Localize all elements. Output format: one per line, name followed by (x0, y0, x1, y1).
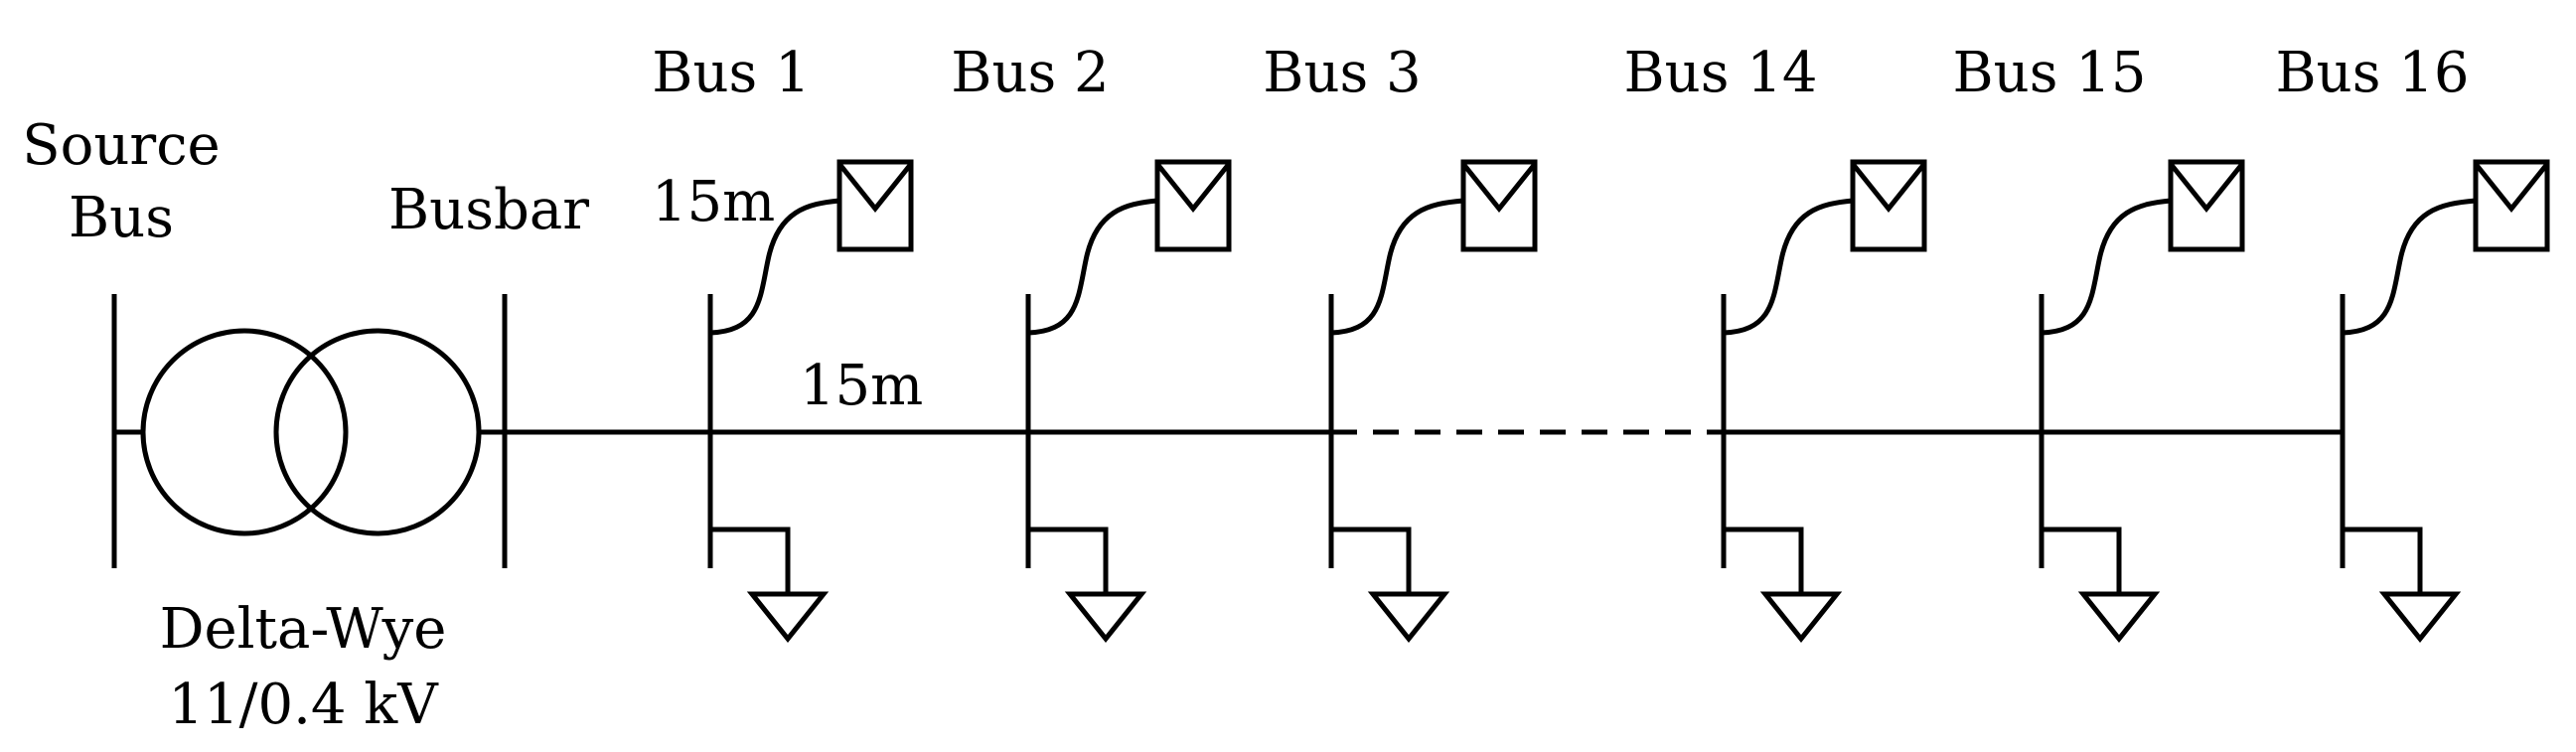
bus-label: Bus 15 (1952, 41, 2146, 105)
transformer-label-line2: 11/0.4 kV (168, 673, 439, 737)
pv-cable (1330, 198, 1464, 336)
load-connector (1028, 526, 1109, 594)
load-triangle-icon (1367, 591, 1450, 644)
bus-label: Bus 2 (951, 41, 1109, 105)
bus-group: Bus 14 (1623, 41, 1927, 644)
transformer-secondary-winding (273, 328, 482, 536)
pv-panel-icon (2473, 159, 2550, 252)
pv-cable-length-label: 15m (652, 170, 775, 234)
pv-panel-icon (1154, 159, 1232, 252)
load-connector (1331, 526, 1412, 594)
bus-label: Bus 3 (1263, 41, 1421, 105)
pv-panel-symbol (2169, 162, 2244, 214)
bus-group: Bus 2 (951, 41, 1232, 644)
load-triangle-icon (2378, 591, 2462, 644)
bus-layer: Bus 1 Bus 2 Bus 3 Bus 14 Bus 15 Bus 16 (652, 41, 2550, 644)
pv-cable (2041, 198, 2172, 336)
busbar-label: Busbar (388, 178, 589, 242)
pv-cable (1027, 198, 1158, 336)
source-bus-label-line2: Bus (69, 186, 174, 250)
bus-group: Bus 16 (2275, 41, 2550, 644)
pv-panel-icon (1850, 159, 1927, 252)
transformer-label-line1: Delta-Wye (160, 597, 447, 662)
bus-label: Bus 1 (652, 41, 810, 105)
pv-cable (709, 198, 840, 336)
bus-group: Bus 15 (1952, 41, 2245, 644)
bus-group: Bus 3 (1263, 41, 1538, 644)
pv-panel-symbol (1851, 162, 1926, 214)
pv-panel-symbol (1155, 162, 1231, 214)
load-triangle-icon (1064, 591, 1147, 644)
load-triangle-icon (746, 591, 830, 644)
pv-panel-symbol (1461, 162, 1537, 214)
pv-panel-icon (1460, 159, 1538, 252)
transformer-primary-winding (140, 328, 349, 536)
load-triangle-icon (2077, 591, 2161, 644)
pv-panel-symbol (837, 162, 913, 214)
transformer-symbol (140, 328, 482, 536)
pv-cable (1723, 198, 1854, 336)
bus-label: Bus 14 (1623, 41, 1817, 105)
load-connector (1724, 526, 1804, 594)
load-connector (2343, 526, 2423, 594)
load-connector (710, 526, 791, 594)
bus-group: Bus 1 (652, 41, 914, 644)
pv-panel-icon (836, 159, 914, 252)
segment-length-label: 15m (800, 354, 923, 418)
bus-label: Bus 16 (2275, 41, 2469, 105)
load-connector (2042, 526, 2122, 594)
load-triangle-icon (1759, 591, 1843, 644)
pv-cable (2342, 198, 2477, 336)
pv-panel-icon (2168, 159, 2245, 252)
source-bus-label-line1: Source (22, 113, 220, 178)
pv-panel-symbol (2474, 162, 2549, 214)
